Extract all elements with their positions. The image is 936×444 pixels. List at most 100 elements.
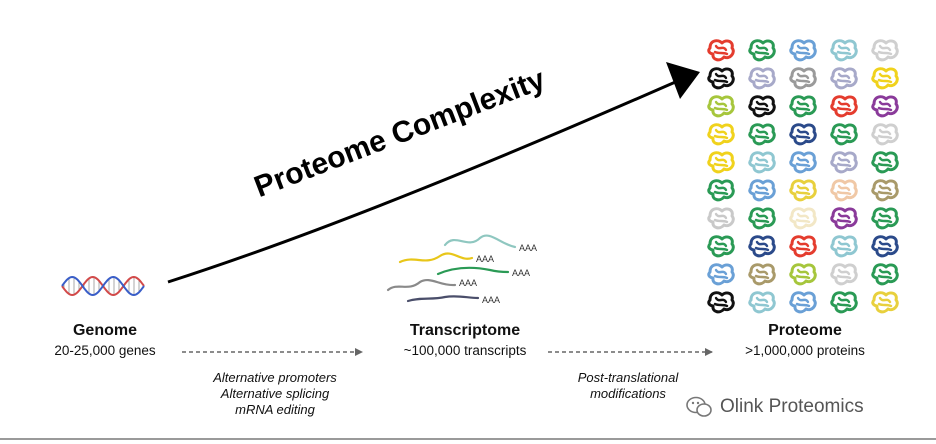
transcriptome-title: Transcriptome <box>409 322 521 339</box>
protein-outline <box>707 263 735 286</box>
protein-fold <box>795 100 811 112</box>
genome-label-group: Genome 20-25,000 genes <box>20 322 190 358</box>
genome-title: Genome <box>72 322 137 339</box>
protein-icon <box>830 207 858 230</box>
protein-outline <box>789 207 817 230</box>
protein-outline <box>871 179 899 202</box>
protein-icon <box>707 207 735 230</box>
protein-outline <box>707 235 735 258</box>
protein-icon <box>707 263 735 286</box>
process-item: mRNA editing <box>235 402 315 417</box>
poly-a-tail-label: AAA <box>519 243 537 253</box>
protein-outline <box>707 67 735 90</box>
protein-outline <box>871 235 899 258</box>
transcripts-illustration: AAA AAA AAA AAA AAA <box>386 234 537 305</box>
protein-outline <box>871 291 899 314</box>
bottom-divider <box>0 438 936 440</box>
poly-a-tail-label: AAA <box>459 278 477 288</box>
protein-fold <box>713 72 729 84</box>
protein-icon <box>707 123 735 146</box>
protein-outline <box>871 95 899 118</box>
protein-outline <box>789 291 817 314</box>
protein-icon <box>789 95 817 118</box>
protein-outline <box>707 39 735 62</box>
proteome-title: Proteome <box>768 322 842 339</box>
dna-helix-icon <box>61 275 145 297</box>
translation-process-note: Post-translational modifications <box>548 370 708 402</box>
protein-outline <box>748 263 776 286</box>
process-item: Post-translational <box>577 370 679 385</box>
protein-fold <box>836 44 852 56</box>
protein-outline <box>789 179 817 202</box>
protein-outline <box>748 39 776 62</box>
protein-outline <box>707 291 735 314</box>
protein-fold <box>795 296 811 308</box>
protein-fold <box>836 72 852 84</box>
protein-outline <box>707 151 735 174</box>
protein-icon <box>830 95 858 118</box>
transcriptome-count: ~100,000 transcripts <box>403 343 527 358</box>
protein-outline <box>789 151 817 174</box>
protein-fold <box>754 296 770 308</box>
protein-icon <box>748 123 776 146</box>
protein-icon <box>707 39 735 62</box>
process-item: Alternative promoters <box>213 370 337 385</box>
protein-fold <box>795 156 811 168</box>
protein-fold <box>795 268 811 280</box>
protein-icon <box>871 67 899 90</box>
protein-fold <box>877 240 893 252</box>
protein-icon <box>871 263 899 286</box>
watermark: Olink Proteomics <box>685 393 915 421</box>
protein-outline <box>871 263 899 286</box>
protein-fold <box>836 184 852 196</box>
protein-outline <box>707 179 735 202</box>
protein-fold <box>713 44 729 56</box>
transcriptome-label-group: Transcriptome ~100,000 transcripts <box>370 322 560 358</box>
protein-fold <box>836 100 852 112</box>
protein-outline <box>830 235 858 258</box>
protein-outline <box>830 151 858 174</box>
protein-fold <box>836 240 852 252</box>
complexity-arrowhead <box>666 62 700 99</box>
proteome-label-group: Proteome >1,000,000 proteins <box>715 322 895 358</box>
protein-fold <box>713 296 729 308</box>
transcription-process-note: Alternative promoters Alternative splici… <box>180 370 370 418</box>
protein-icon <box>830 291 858 314</box>
protein-outline <box>748 291 776 314</box>
protein-icon <box>748 235 776 258</box>
process-item: Alternative splicing <box>220 386 330 401</box>
poly-a-tail-label: AAA <box>512 268 530 278</box>
proteome-count: >1,000,000 proteins <box>745 343 865 358</box>
poly-a-tail-label: AAA <box>482 295 500 305</box>
protein-fold <box>877 268 893 280</box>
poly-a-tail-label: AAA <box>476 254 494 264</box>
protein-outline <box>789 39 817 62</box>
protein-outline <box>830 291 858 314</box>
chat-bubble-icon <box>686 396 712 417</box>
protein-icon <box>830 235 858 258</box>
protein-outline <box>830 179 858 202</box>
protein-icon <box>830 151 858 174</box>
protein-fold <box>754 100 770 112</box>
protein-icon <box>789 207 817 230</box>
genome-count: 20-25,000 genes <box>54 343 156 358</box>
protein-outline <box>871 39 899 62</box>
protein-outline <box>789 95 817 118</box>
protein-outline <box>871 207 899 230</box>
protein-fold <box>836 296 852 308</box>
protein-fold <box>713 268 729 280</box>
protein-outline <box>748 151 776 174</box>
protein-outline <box>748 235 776 258</box>
protein-fold <box>795 44 811 56</box>
protein-fold <box>754 128 770 140</box>
protein-fold <box>877 100 893 112</box>
protein-fold <box>795 184 811 196</box>
protein-fold <box>754 44 770 56</box>
protein-fold <box>836 268 852 280</box>
protein-fold <box>795 72 811 84</box>
protein-fold <box>754 156 770 168</box>
protein-icon <box>789 151 817 174</box>
protein-outline <box>830 39 858 62</box>
